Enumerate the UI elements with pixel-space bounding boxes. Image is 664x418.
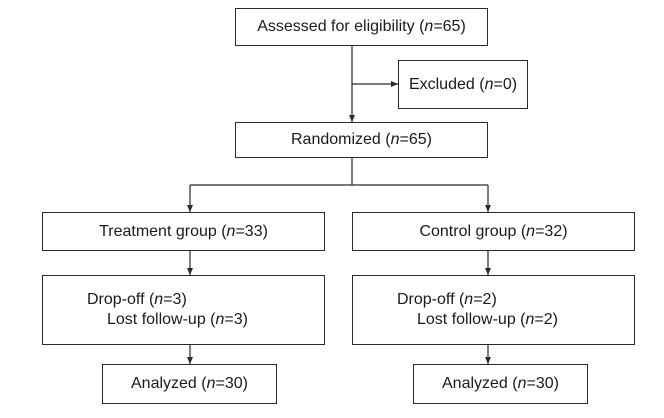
treatment-lost-count: 3 [233, 311, 243, 328]
n-symbol: n [215, 311, 225, 328]
randomized-label: Randomized [291, 131, 381, 148]
n-symbol: n [390, 131, 400, 148]
treatment-lost-label: Lost follow-up [107, 311, 206, 328]
n-symbol: n [517, 375, 527, 392]
control-group-label: Control group [419, 222, 517, 240]
treatment-analyzed-box: Analyzed (n=30) [102, 364, 277, 404]
control-analyzed-box: Analyzed (n=30) [413, 364, 588, 404]
n-symbol: n [206, 375, 216, 392]
treatment-analyzed-label: Analyzed [131, 375, 197, 392]
control-group-count: 32 [544, 222, 563, 240]
treatment-group-label: Treatment group [99, 222, 217, 240]
n-symbol: n [464, 291, 474, 308]
treatment-dropoff-count: 3 [172, 291, 182, 308]
control-analyzed-label: Analyzed [442, 375, 508, 392]
control-analyzed-count: 30 [535, 375, 554, 392]
assessed-label: Assessed for eligibility [257, 18, 415, 35]
n-symbol: n [226, 222, 236, 240]
control-attrition-box: Drop-off (n=2) Lost follow-up (n=2) [352, 275, 635, 345]
excluded-box: Excluded (n=0) [398, 60, 528, 109]
treatment-dropoff-line: Drop-off (n=3) [87, 291, 187, 308]
control-lost-label: Lost follow-up [417, 311, 516, 328]
treatment-lost-line: Lost follow-up (n=3) [107, 311, 248, 328]
control-group-box: Control group (n=32) [352, 212, 635, 251]
n-symbol: n [525, 311, 535, 328]
control-lost-count: 2 [543, 311, 553, 328]
control-lost-line: Lost follow-up (n=2) [417, 311, 558, 328]
n-symbol: n [526, 222, 536, 240]
control-dropoff-count: 2 [482, 291, 492, 308]
treatment-dropoff-label: Drop-off [87, 291, 145, 308]
control-dropoff-label: Drop-off [397, 291, 455, 308]
treatment-attrition-box: Drop-off (n=3) Lost follow-up (n=3) [42, 275, 325, 345]
n-symbol: n [154, 291, 164, 308]
treatment-group-box: Treatment group (n=33) [42, 212, 325, 251]
n-symbol: n [424, 18, 434, 35]
assessed-box: Assessed for eligibility (n=65) [235, 8, 488, 46]
n-symbol: n [484, 75, 494, 93]
randomized-box: Randomized (n=65) [235, 122, 488, 158]
randomized-count: 65 [408, 131, 427, 148]
control-dropoff-line: Drop-off (n=2) [397, 291, 497, 308]
treatment-analyzed-count: 30 [224, 375, 243, 392]
excluded-count: 0 [502, 75, 512, 93]
assessed-count: 65 [442, 18, 461, 35]
treatment-group-count: 33 [244, 222, 263, 240]
excluded-label: Excluded [408, 75, 475, 93]
